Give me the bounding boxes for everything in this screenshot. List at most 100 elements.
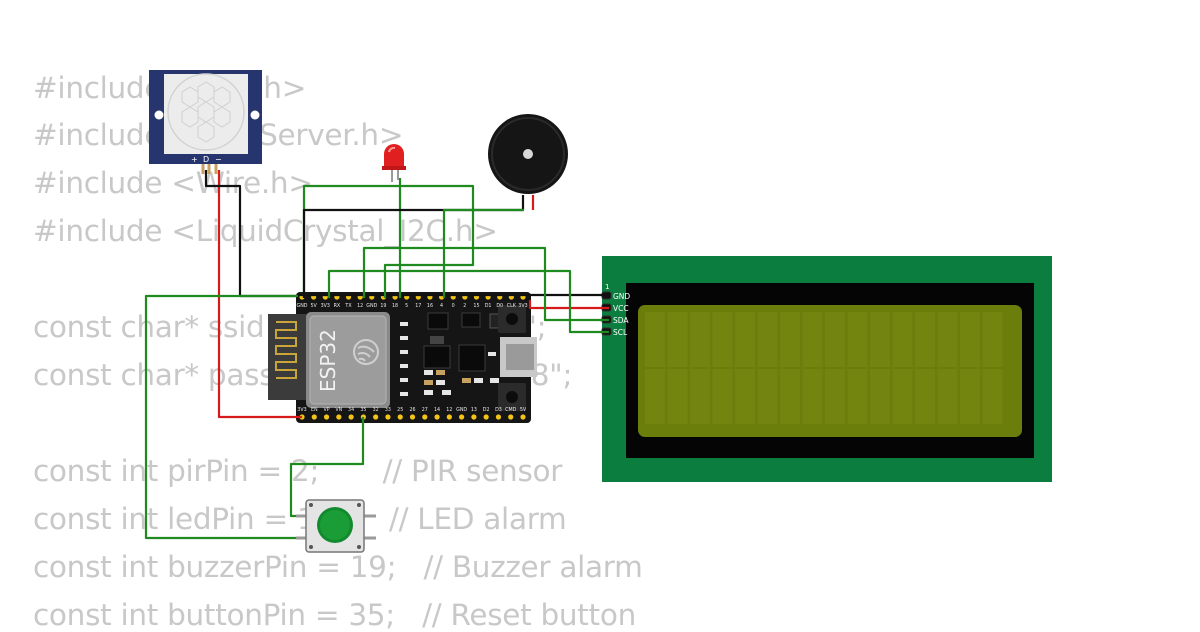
lcd-char-cell bbox=[757, 312, 778, 367]
lcd-char-cell bbox=[667, 312, 688, 367]
lcd-pin-label: VCC bbox=[613, 304, 629, 313]
pin-pad bbox=[459, 414, 465, 420]
lcd-pin-label: SCL bbox=[613, 328, 628, 337]
esp32-pin-bottom-27[interactable]: 27 bbox=[422, 407, 428, 420]
pir-mount-hole bbox=[154, 110, 164, 120]
lcd-char-cell bbox=[892, 369, 913, 424]
pin-label: 5 bbox=[405, 303, 408, 309]
pin-label: TX bbox=[344, 303, 352, 309]
pir-lens-facets bbox=[181, 81, 231, 143]
buzzer[interactable] bbox=[488, 114, 568, 194]
pir-mount-hole bbox=[250, 110, 260, 120]
pin-label: 3V3 bbox=[297, 407, 306, 413]
lcd-char-cell bbox=[937, 312, 958, 367]
pin-pad bbox=[373, 414, 379, 420]
wire-pir-vcc[interactable] bbox=[217, 170, 302, 419]
lcd-char-cell bbox=[982, 369, 1003, 424]
pin-label: D2 bbox=[483, 407, 490, 413]
pin-label: GND bbox=[366, 303, 377, 309]
esp32-pin-bottom-32[interactable]: 32 bbox=[373, 407, 379, 420]
esp32-pin-bottom-en[interactable]: EN bbox=[311, 407, 318, 420]
pir-pin-label-gnd: − bbox=[215, 155, 222, 164]
lcd-char-cell bbox=[825, 312, 845, 367]
lcd-char-cell bbox=[645, 369, 665, 424]
lcd-char-cell bbox=[847, 369, 868, 424]
wires bbox=[144, 170, 609, 540]
lcd-char-cell bbox=[892, 312, 913, 367]
pin-pad bbox=[422, 414, 428, 420]
pin-label: 12 bbox=[446, 407, 452, 413]
pin-pad bbox=[385, 414, 391, 420]
pin-label: 13 bbox=[471, 407, 477, 413]
reset-pushbutton[interactable] bbox=[296, 499, 376, 553]
lcd-char-cell bbox=[690, 369, 710, 424]
wire-buzzer-neg[interactable] bbox=[302, 195, 525, 298]
pin-label: EN bbox=[311, 407, 318, 413]
lcd-char-cell bbox=[847, 312, 868, 367]
lcd-pin-label: GND bbox=[613, 292, 630, 301]
pin-label: CMD bbox=[505, 407, 516, 413]
antenna-area bbox=[268, 314, 310, 400]
pin-label: 26 bbox=[409, 407, 415, 413]
esp32-pin-bottom-vn[interactable]: VN bbox=[335, 407, 343, 420]
lcd-pin1-label: 1 bbox=[605, 283, 609, 291]
wire-button-signal[interactable] bbox=[289, 417, 365, 518]
lcd-char-cell bbox=[825, 369, 845, 424]
wire-buzzer-signal[interactable] bbox=[442, 208, 524, 298]
lcd-char-cell bbox=[780, 312, 800, 367]
lcd-char-cell bbox=[937, 369, 958, 424]
pin-label: CLK bbox=[507, 303, 517, 309]
pin-pad bbox=[520, 414, 526, 420]
esp32-pin-bottom-cmd[interactable]: CMD bbox=[505, 407, 517, 420]
pin-pad bbox=[348, 414, 354, 420]
pin-label: 0 bbox=[452, 303, 455, 309]
wire-led-cathode[interactable] bbox=[302, 184, 475, 298]
pin-label: D1 bbox=[485, 303, 492, 309]
lcd-char-cell bbox=[780, 369, 800, 424]
esp32-pin-bottom-34[interactable]: 34 bbox=[348, 407, 354, 420]
pin-label: 17 bbox=[415, 303, 421, 309]
esp32-pin-bottom-14[interactable]: 14 bbox=[434, 407, 440, 420]
lcd-1602[interactable]: 1 GND VCC SDA SCL bbox=[601, 256, 1052, 482]
lcd-char-cell bbox=[735, 369, 755, 424]
esp32-pin-bottom-33[interactable]: 33 bbox=[385, 407, 391, 420]
pin-label: 12 bbox=[357, 303, 363, 309]
pir-sensor[interactable]: + D − bbox=[149, 70, 262, 174]
esp32-pin-bottom-d3[interactable]: D3 bbox=[495, 407, 502, 420]
usb-uart-chip bbox=[458, 344, 486, 372]
pin-pad bbox=[495, 414, 502, 420]
esp32-pin-bottom-13[interactable]: 13 bbox=[471, 407, 477, 420]
pir-pin-label-vcc: + bbox=[191, 155, 198, 164]
lcd-char-cell bbox=[712, 369, 733, 424]
esp32-pin-bottom-d2[interactable]: D2 bbox=[483, 407, 490, 420]
pin-label: D3 bbox=[495, 407, 502, 413]
red-led[interactable] bbox=[382, 144, 406, 182]
lcd-char-cell bbox=[667, 369, 688, 424]
esp32-pin-bottom-gnd[interactable]: GND bbox=[456, 407, 467, 420]
pir-dome bbox=[167, 73, 245, 151]
wire-lcd-vcc[interactable] bbox=[528, 300, 609, 310]
wire-lcd-sda[interactable] bbox=[362, 246, 609, 322]
esp32-pin-bottom-26[interactable]: 26 bbox=[409, 407, 416, 420]
pin-label: 15 bbox=[473, 303, 479, 309]
buzzer-hole bbox=[523, 149, 533, 159]
wire-button-gnd[interactable] bbox=[144, 294, 305, 540]
pin-pad bbox=[397, 414, 403, 420]
esp32-pin-bottom-5v[interactable]: 5V bbox=[520, 407, 527, 420]
pin-label: 33 bbox=[385, 407, 391, 413]
pin-label: D0 bbox=[496, 303, 503, 309]
esp32-pin-bottom-vp[interactable]: VP bbox=[323, 407, 330, 420]
pin-label: 27 bbox=[422, 407, 428, 413]
wire-lcd-scl[interactable] bbox=[327, 269, 609, 334]
esp32-pin-bottom-12[interactable]: 12 bbox=[446, 407, 452, 420]
pin-label: 34 bbox=[348, 407, 354, 413]
pin-pad bbox=[323, 414, 330, 420]
button-legs bbox=[296, 514, 376, 540]
esp32-pin-bottom-25[interactable]: 25 bbox=[397, 407, 403, 420]
code-line: const int buttonPin = 35; // Reset butto… bbox=[33, 598, 636, 632]
antenna-trace bbox=[275, 321, 297, 379]
pin-label: 5V bbox=[520, 407, 527, 413]
pin-label: 3V3 bbox=[518, 303, 527, 309]
